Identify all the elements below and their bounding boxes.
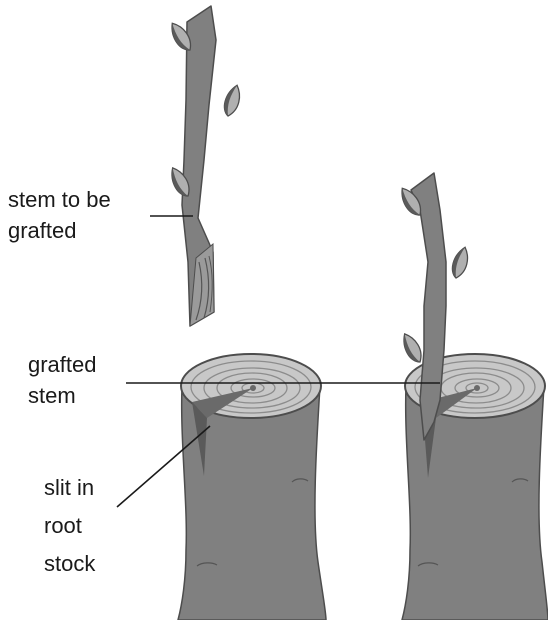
stem-to-be-grafted-label: stem to be grafted	[8, 184, 111, 246]
bud-icon	[221, 83, 244, 118]
scion-stem	[182, 6, 216, 326]
left-root-stock	[178, 354, 326, 620]
slit-in-root-stock-label: slit in root stock	[44, 469, 95, 583]
label-line: stock	[44, 545, 95, 583]
label-line: stem to be	[8, 184, 111, 215]
label-line: grafted	[28, 349, 97, 380]
label-line: grafted	[8, 215, 111, 246]
bud-icon	[399, 331, 425, 366]
bud-icon	[449, 245, 472, 280]
grafted-stem-label: grafted stem	[28, 349, 97, 411]
label-line: slit in	[44, 469, 95, 507]
label-line: stem	[28, 380, 97, 411]
label-line: root	[44, 507, 95, 545]
